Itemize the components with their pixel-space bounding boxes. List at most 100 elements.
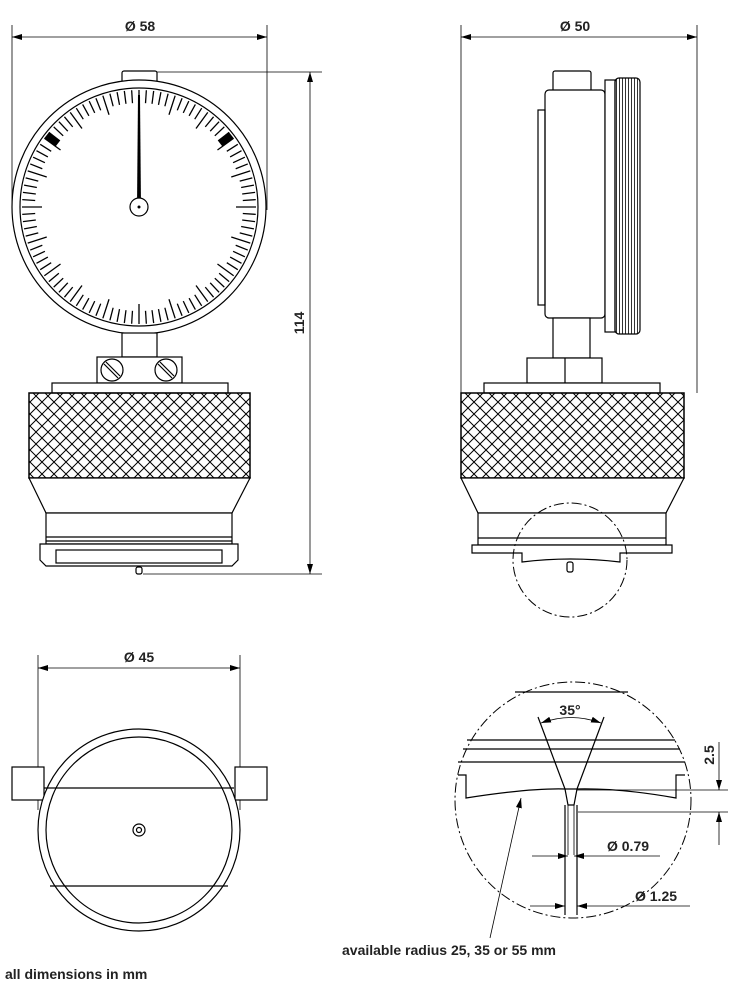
dial-tick — [82, 104, 90, 117]
dial-tick — [151, 310, 155, 324]
dial-tick — [188, 297, 196, 310]
dial-tick — [242, 191, 256, 195]
dial-tick — [116, 309, 121, 323]
dial-tick — [63, 116, 74, 128]
bottom-view: Ø 45 — [11, 649, 268, 932]
detail-view: 35° 2.5 Ø 0.79 Ø 1.25 available radius 2… — [342, 681, 728, 958]
dial-tick — [188, 104, 196, 117]
dial-tick — [168, 299, 176, 319]
dial-tick — [226, 143, 239, 152]
dial-tick — [226, 262, 239, 271]
dial-tick — [36, 256, 49, 264]
dial-tick — [58, 121, 69, 132]
dial-tick — [214, 126, 225, 137]
dial-tick — [102, 95, 110, 115]
diameter-1.25-label: Ø 1.25 — [635, 888, 677, 904]
dial-tick — [195, 111, 209, 129]
dial-tick — [58, 282, 69, 293]
dial-tick — [239, 232, 253, 237]
dial-tick — [39, 143, 52, 152]
dial-tick — [29, 163, 43, 170]
detail-circle — [454, 681, 692, 919]
radius-note: available radius 25, 35 or 55 mm — [342, 942, 556, 958]
dial-tick — [95, 303, 102, 317]
dial-tick — [151, 90, 155, 104]
angle-35-label: 35° — [559, 702, 580, 718]
dial-tick — [25, 177, 39, 182]
dial-tick — [32, 250, 46, 258]
dial-tick — [23, 225, 37, 230]
dial-tick — [182, 100, 190, 114]
diameter-58-label: Ø 58 — [125, 18, 156, 34]
dial-tick — [239, 177, 253, 182]
dial-tick — [88, 300, 96, 314]
dial-tick — [217, 263, 235, 277]
dial-limit-mark — [44, 131, 61, 147]
front-view: Ø 58 114 — [11, 18, 322, 575]
side-view: Ø 50 — [460, 18, 698, 618]
diameter-58-dimension: Ø 58 — [11, 18, 268, 210]
dial-tick — [232, 156, 246, 164]
dial-tick — [109, 93, 114, 107]
screw-icon — [100, 358, 124, 382]
dial-tick — [22, 191, 36, 195]
dial-tick — [123, 90, 127, 104]
diameter-1.25-dimension: Ø 1.25 — [530, 888, 690, 909]
dial-tick — [229, 256, 242, 264]
dial-tick — [116, 91, 121, 105]
dial-tick — [204, 116, 215, 128]
diameter-50-dimension: Ø 50 — [460, 18, 698, 393]
dial-tick — [231, 236, 251, 244]
dial-tick — [27, 236, 47, 244]
detail-callout-circle — [512, 502, 628, 618]
bezel-knurl-side — [614, 77, 641, 335]
dial-tick — [194, 107, 203, 120]
diameter-0.79-dimension: Ø 0.79 — [532, 838, 660, 859]
screw-icon — [154, 358, 178, 382]
dial-housing-side — [544, 89, 606, 319]
dial-tick — [194, 294, 203, 307]
dial-limit-mark — [217, 131, 234, 147]
dial-tick — [176, 97, 183, 111]
dial-tick — [164, 93, 169, 107]
dial-tick — [209, 121, 220, 132]
dial-tick — [157, 91, 162, 105]
dial-tick — [27, 170, 47, 178]
dial-tick — [176, 303, 183, 317]
dial-tick — [164, 307, 169, 321]
dial-tick — [102, 299, 110, 319]
dial-tick — [182, 300, 190, 314]
dial-tick — [69, 285, 83, 303]
dial-tick — [25, 232, 39, 237]
dial-tick — [39, 262, 52, 271]
knurled-ring — [28, 392, 251, 479]
indenter-hole — [132, 823, 146, 837]
dial-tick — [75, 294, 84, 307]
dial-tick — [109, 307, 114, 321]
depth-2.5-dimension: 2.5 — [577, 742, 728, 845]
dial-needle — [137, 95, 141, 207]
dial-tick — [123, 310, 127, 324]
dial-tick — [22, 212, 36, 215]
dial-tick — [22, 199, 36, 202]
dial-tick — [144, 310, 147, 324]
dial-tick — [242, 199, 256, 202]
dial-tick — [204, 286, 215, 298]
dial-tick — [43, 263, 61, 277]
dial-tick — [157, 309, 162, 323]
dial-tick — [29, 244, 43, 251]
dial-tick — [231, 170, 251, 178]
knurled-ring-side — [460, 392, 685, 479]
dial-tick — [36, 150, 49, 158]
dial-tick — [32, 156, 46, 164]
dial-tick — [241, 225, 255, 230]
dial-tick — [232, 250, 246, 258]
height-114-label: 114 — [291, 311, 307, 334]
footer-note: all dimensions in mm — [5, 966, 147, 982]
dial-tick — [195, 285, 209, 303]
dial-tick — [214, 277, 225, 288]
dial-tick — [63, 286, 74, 298]
dial-tick — [144, 90, 147, 104]
radius-leader — [489, 797, 522, 939]
